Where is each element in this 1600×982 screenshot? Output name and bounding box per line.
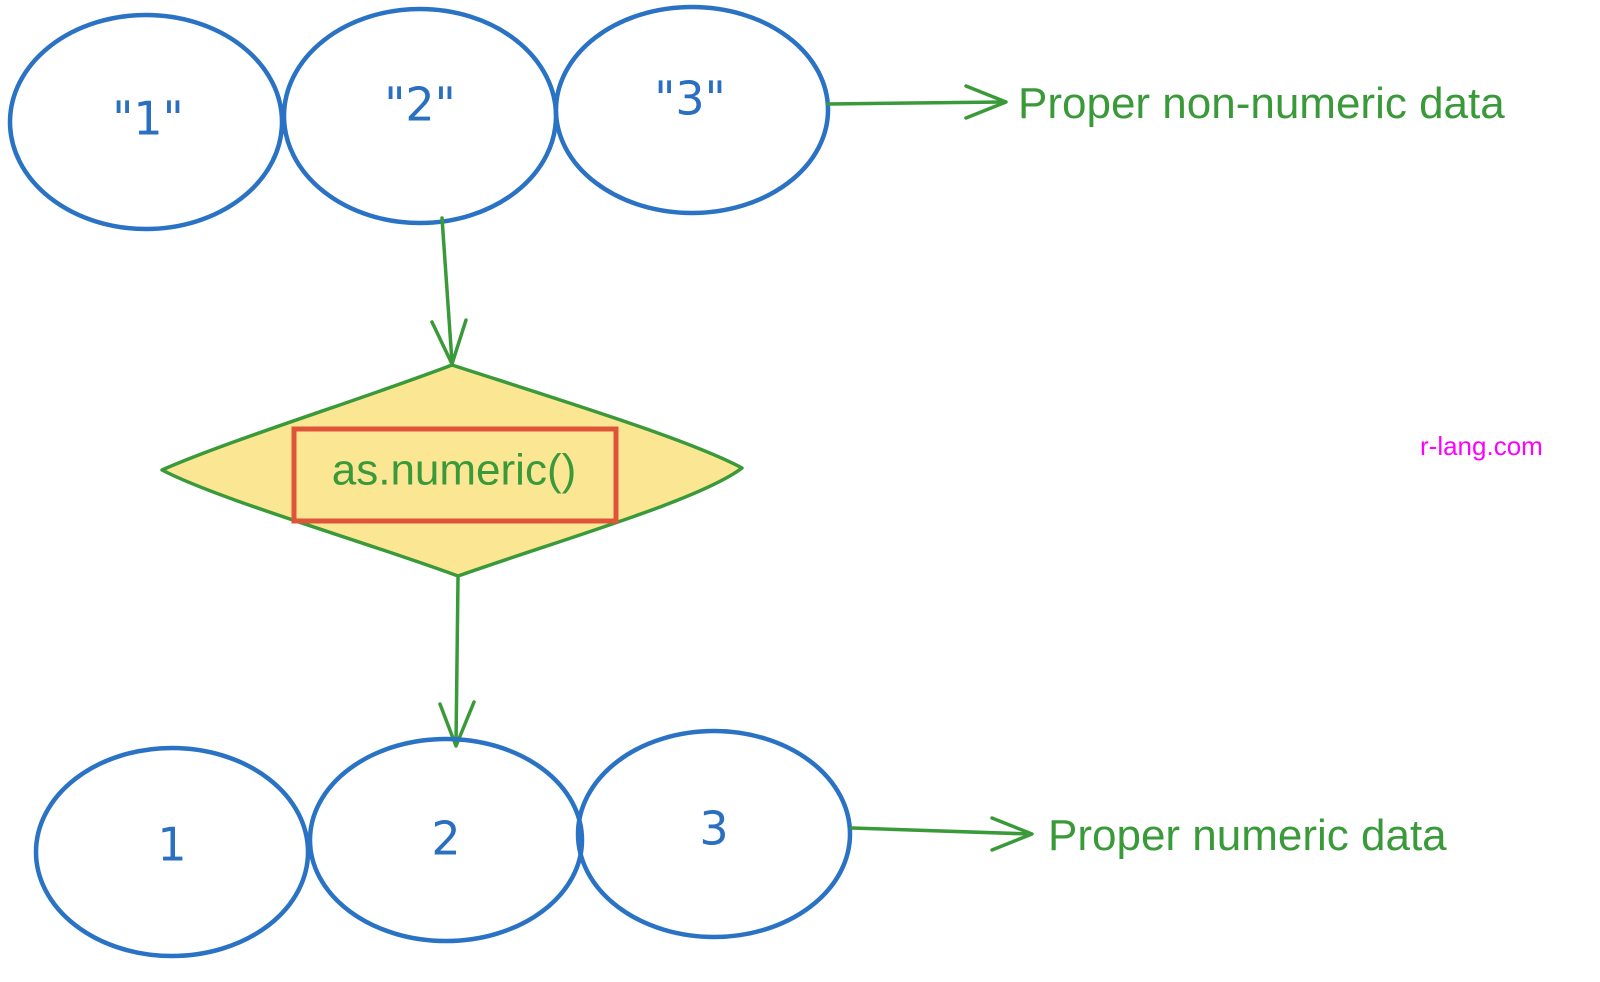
bottom-node-2: 2 (307, 736, 585, 944)
top-node-1-text: "1" (112, 92, 184, 146)
bottom-node-2-ellipse (307, 736, 585, 944)
bottom-label-arrow (850, 816, 1034, 852)
top-arrow-line (826, 100, 1006, 106)
bottom-node-3-ellipse (575, 728, 853, 940)
bottom-node-2-text: 2 (431, 812, 460, 866)
function-node: as.numeric() (160, 363, 744, 578)
top-node-3: "3" (553, 4, 831, 216)
top-node-2: "2" (281, 6, 559, 226)
top-row: "1" "2" "3" (7, 4, 831, 232)
arrow-to-result (438, 576, 476, 748)
top-node-3-ellipse (553, 4, 831, 216)
top-node-1: "1" (7, 12, 285, 232)
bottom-arrow-head (990, 816, 1034, 852)
top-node-3-text: "3" (654, 72, 726, 126)
arrow-to-function (430, 216, 468, 366)
function-text: as.numeric() (332, 446, 577, 495)
bottom-node-3: 3 (575, 728, 853, 940)
bottom-row: 1 2 3 (33, 728, 853, 959)
bottom-node-3-text: 3 (699, 802, 728, 856)
top-node-2-text: "2" (384, 78, 456, 132)
arrow-to-function-line (440, 216, 454, 364)
bottom-node-1: 1 (33, 745, 311, 959)
watermark-text: r-lang.com (1420, 431, 1543, 461)
bottom-node-1-text: 1 (157, 818, 186, 872)
top-label-arrow (826, 84, 1008, 120)
function-highlight-box (291, 426, 619, 524)
top-arrow-head (964, 84, 1008, 120)
arrow-to-result-line (454, 576, 460, 746)
bottom-arrow-line (850, 826, 1032, 836)
arrow-to-result-head (438, 700, 476, 748)
bottom-row-label: Proper numeric data (1048, 811, 1447, 860)
bottom-node-1-ellipse (33, 745, 311, 959)
top-row-label: Proper non-numeric data (1018, 79, 1505, 128)
